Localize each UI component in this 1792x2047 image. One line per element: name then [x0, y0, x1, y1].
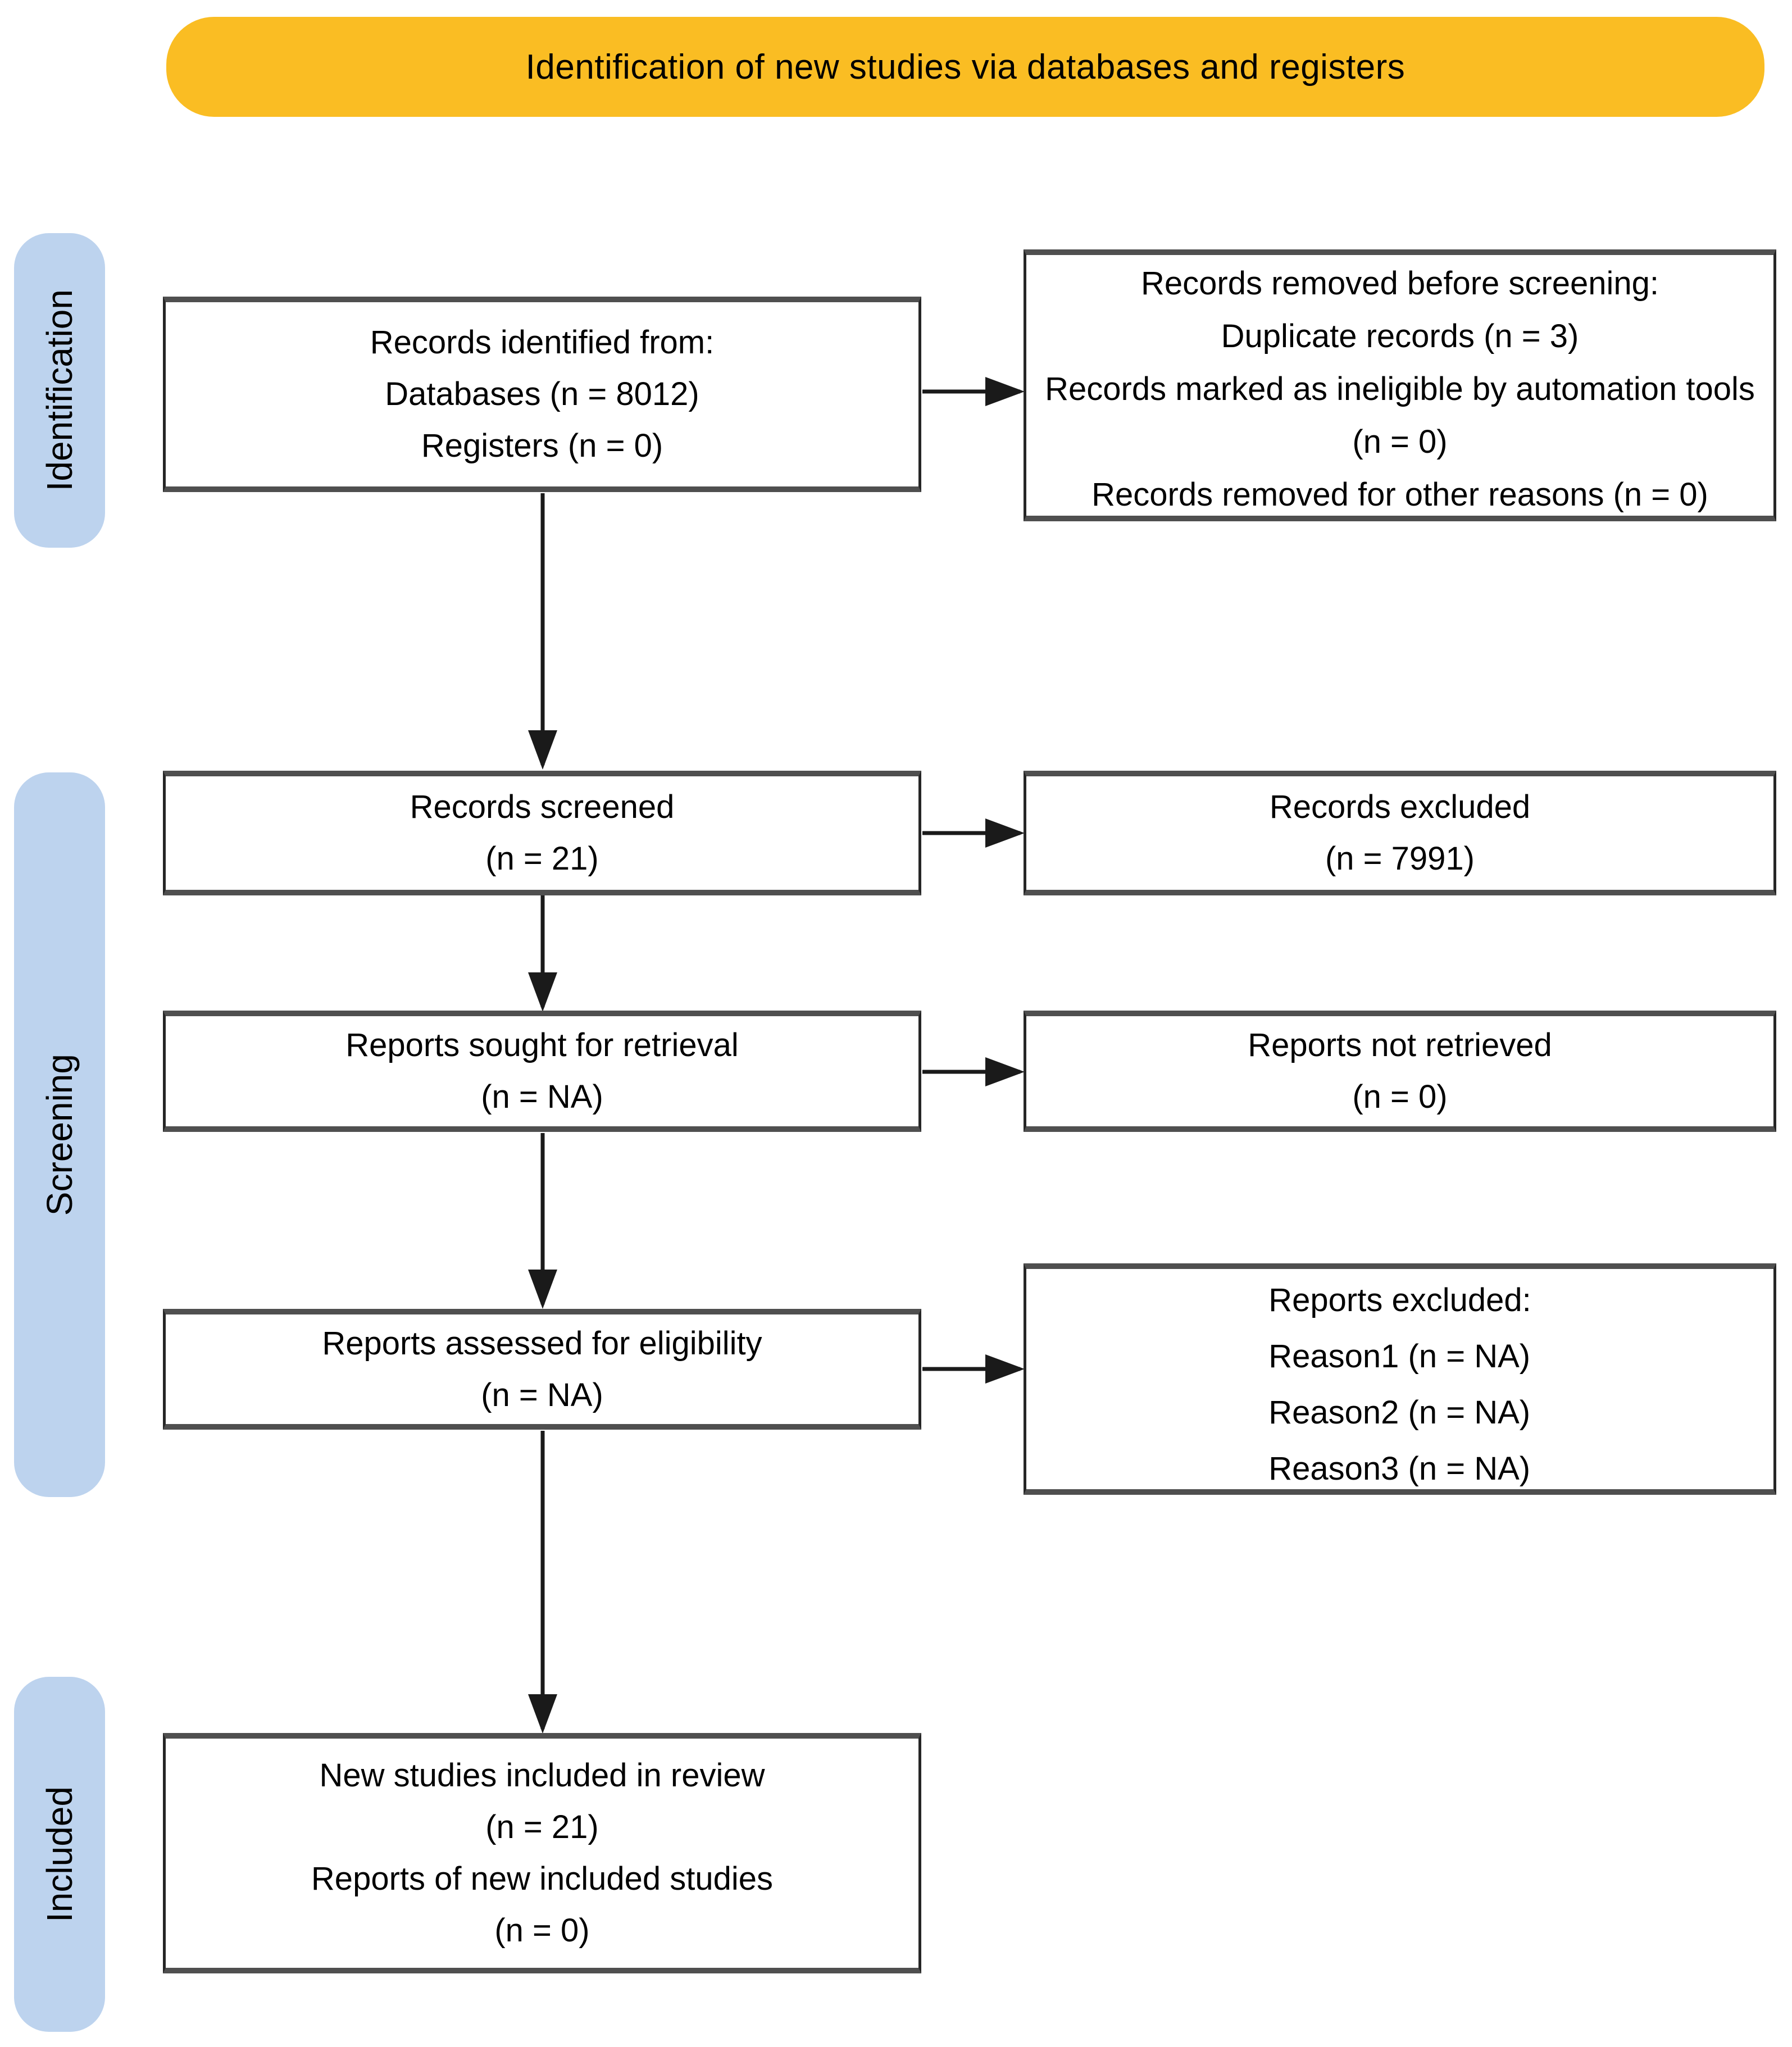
box-reports-sought: Reports sought for retrieval (n = NA) [163, 1011, 921, 1132]
box-line: Reason2 (n = NA) [1268, 1394, 1531, 1431]
box-line: Reports sought for retrieval [345, 1027, 739, 1063]
stage-identification-label: Identification [39, 289, 80, 492]
box-line: Duplicate records (n = 3) [1221, 318, 1579, 354]
box-line: Records removed before screening: [1140, 265, 1659, 302]
box-new-studies-included: New studies included in review (n = 21) … [163, 1733, 921, 1973]
stage-identification: Identification [14, 233, 105, 548]
box-line: Reports not retrieved [1248, 1027, 1552, 1063]
box-records-screened: Records screened (n = 21) [163, 771, 921, 895]
box-reports-excluded: Reports excluded: Reason1 (n = NA) Reaso… [1024, 1263, 1776, 1495]
box-line: Records screened [410, 789, 675, 825]
banner-label: Identification of new studies via databa… [525, 47, 1406, 87]
box-reports-not-retrieved: Reports not retrieved (n = 0) [1024, 1011, 1776, 1132]
box-line: Records excluded [1269, 789, 1531, 825]
box-line: (n = 0) [1352, 1079, 1448, 1115]
box-line: Reports assessed for eligibility [322, 1325, 762, 1362]
box-line: New studies included in review [319, 1757, 765, 1794]
box-line: Reports excluded: [1268, 1282, 1531, 1318]
banner: Identification of new studies via databa… [166, 17, 1764, 117]
box-records-excluded: Records excluded (n = 7991) [1024, 771, 1776, 895]
stage-included-label: Included [39, 1786, 80, 1922]
box-line: (n = 21) [485, 840, 599, 877]
box-line: Records identified from: [370, 324, 715, 361]
box-line: Records removed for other reasons (n = 0… [1091, 476, 1708, 513]
box-records-removed: Records removed before screening: Duplic… [1024, 249, 1776, 521]
box-line: Reason3 (n = NA) [1268, 1450, 1531, 1487]
stage-screening-label: Screening [39, 1053, 80, 1216]
box-line: (n = NA) [481, 1079, 603, 1115]
stage-included: Included [14, 1677, 105, 2032]
box-line: Reports of new included studies [311, 1861, 774, 1897]
box-reports-assessed: Reports assessed for eligibility (n = NA… [163, 1309, 921, 1430]
box-line: (n = 7991) [1325, 840, 1475, 877]
box-line: (n = NA) [481, 1377, 603, 1413]
box-line: Records marked as ineligible by automati… [1045, 371, 1755, 460]
box-line: Reason1 (n = NA) [1268, 1338, 1531, 1375]
stage-screening: Screening [14, 772, 105, 1497]
box-records-identified: Records identified from: Databases (n = … [163, 297, 921, 492]
box-line: (n = 21) [485, 1809, 599, 1845]
box-line: (n = 0) [494, 1912, 590, 1949]
box-line: Databases (n = 8012) [385, 376, 699, 412]
box-line: Registers (n = 0) [421, 427, 663, 464]
